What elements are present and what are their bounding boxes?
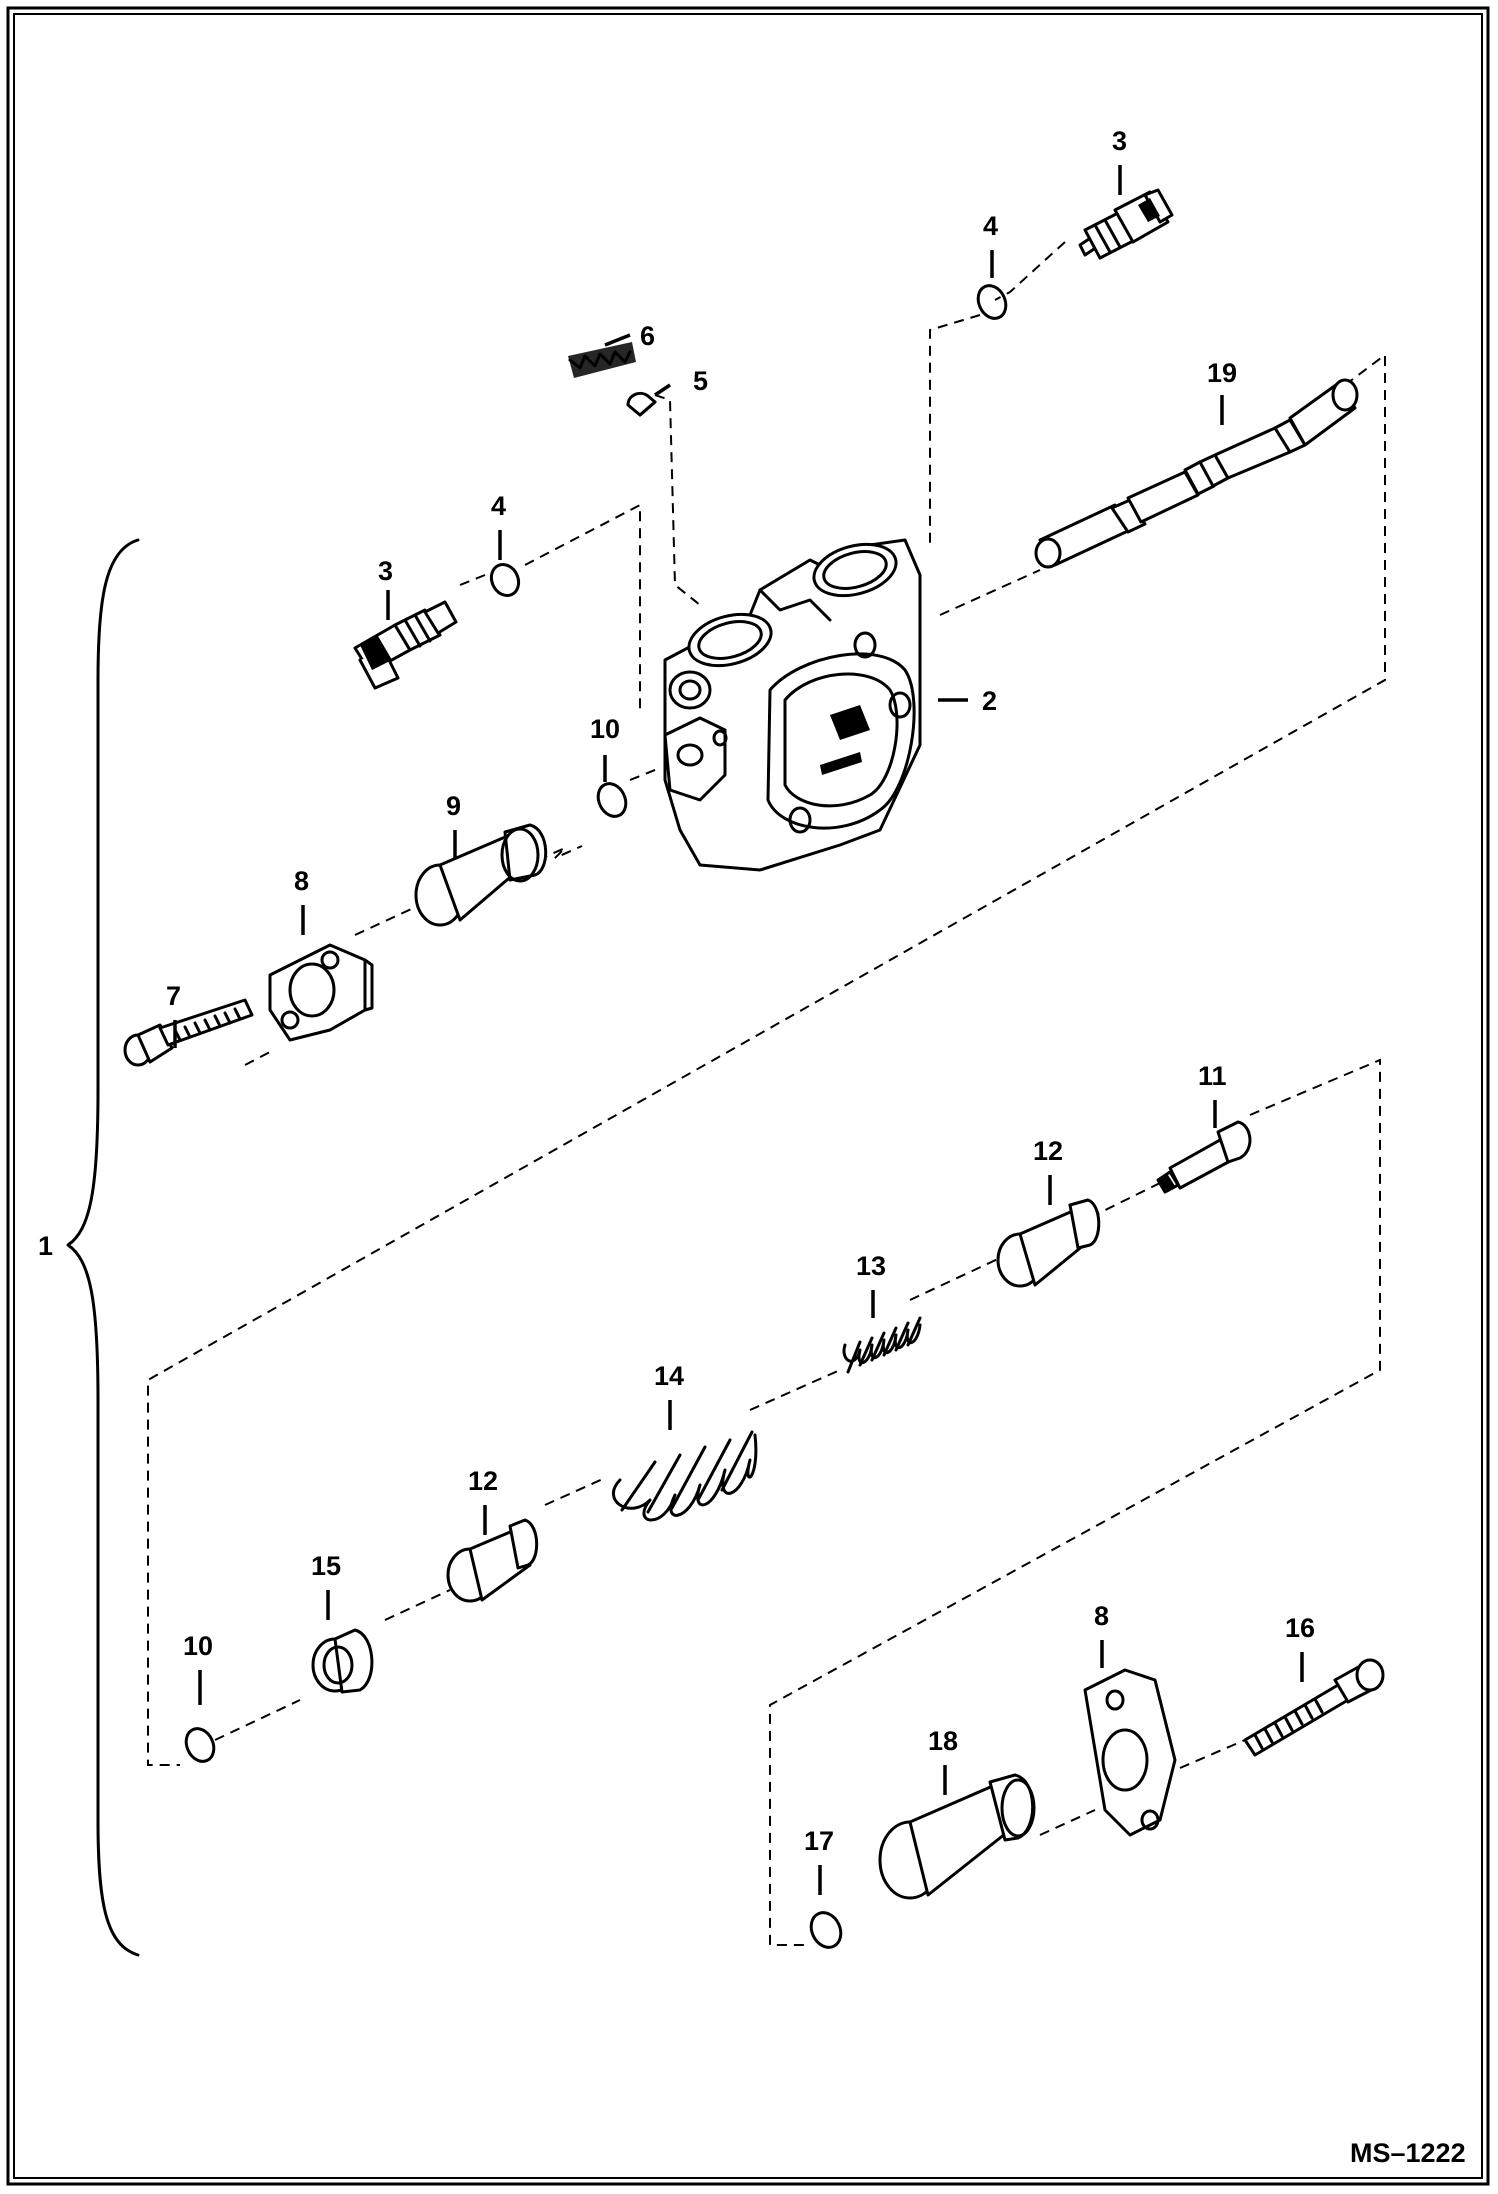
check-poppet <box>626 391 657 417</box>
callout-1: 1 <box>38 1231 53 1261</box>
callout-10-upper: 10 <box>590 714 620 744</box>
callout-18: 18 <box>928 1726 958 1756</box>
callout-8-upper: 8 <box>294 866 309 896</box>
callout-11: 11 <box>1198 1061 1227 1091</box>
assembly-lines <box>147 241 1386 1946</box>
o-ring-upper <box>976 284 1008 320</box>
callout-4-left: 4 <box>491 491 506 521</box>
check-spring-small <box>568 342 636 378</box>
callout-9: 9 <box>446 791 461 821</box>
callout-6: 6 <box>640 321 655 351</box>
callout-3-upper: 3 <box>1112 126 1127 156</box>
spring-cap-lower <box>878 1773 1036 1900</box>
outer-spring <box>612 1430 758 1522</box>
callout-3-left: 3 <box>378 556 393 586</box>
callout-12-upper: 12 <box>1033 1136 1063 1166</box>
callout-10-lower: 10 <box>183 1631 213 1661</box>
callout-4-upper: 4 <box>983 211 998 241</box>
main-spool <box>1034 378 1359 569</box>
callout-15: 15 <box>311 1551 341 1581</box>
assembly-brace <box>66 538 140 1957</box>
callout-2: 2 <box>982 686 997 716</box>
spool-end-pin <box>1156 1120 1252 1194</box>
retainer <box>311 1628 374 1694</box>
bolt-lower <box>1243 1658 1385 1757</box>
o-ring-10-lower <box>184 1727 216 1763</box>
flange-lower <box>1083 1668 1177 1837</box>
inner-spring <box>842 1316 922 1374</box>
drawing-id: MS–1222 <box>1350 2138 1466 2168</box>
callout-labels: 3 4 6 5 19 4 3 2 10 9 8 7 1 11 12 13 14 … <box>38 126 1466 2168</box>
o-ring-10-upper <box>596 782 628 818</box>
callout-14: 14 <box>654 1361 684 1391</box>
page-border <box>6 6 1490 2186</box>
spring-seat-lower <box>446 1518 539 1603</box>
callout-7: 7 <box>166 981 181 1011</box>
callout-16: 16 <box>1285 1613 1315 1643</box>
o-ring-left <box>489 562 521 598</box>
valve-body <box>663 538 922 872</box>
callout-12-lower: 12 <box>468 1466 498 1496</box>
relief-valve-left <box>353 600 458 690</box>
relief-valve-upper <box>1078 188 1174 260</box>
callout-17: 17 <box>804 1826 834 1856</box>
spring-seat-upper <box>996 1198 1101 1288</box>
page-border-inner <box>13 13 1483 2179</box>
flange-upper <box>268 943 374 1042</box>
leader-lines <box>173 165 1304 1895</box>
callout-13: 13 <box>856 1251 886 1281</box>
callout-19: 19 <box>1207 358 1237 388</box>
bolt-upper <box>123 998 254 1067</box>
spring-cap-upper <box>414 823 548 927</box>
o-ring-17 <box>809 1911 843 1949</box>
callout-8-lower: 8 <box>1094 1601 1109 1631</box>
callout-5: 5 <box>693 366 708 396</box>
